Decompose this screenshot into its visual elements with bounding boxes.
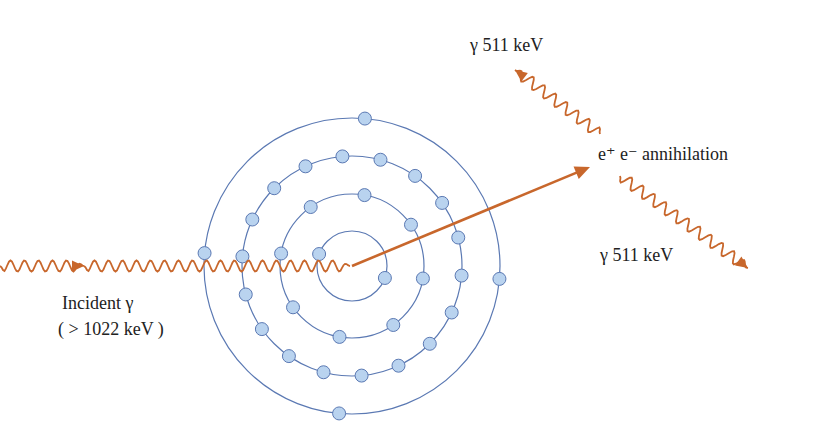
electron bbox=[246, 213, 259, 226]
annihilation-photon bbox=[515, 70, 600, 134]
electron bbox=[317, 366, 330, 379]
electron bbox=[239, 288, 252, 301]
photon-energy-label: γ 511 keV bbox=[600, 244, 673, 266]
electron bbox=[392, 359, 405, 372]
electron bbox=[333, 330, 346, 343]
photon-arrowhead bbox=[735, 257, 748, 268]
label-holder: γ 511 keV bbox=[470, 34, 543, 56]
electron bbox=[358, 189, 371, 202]
electron bbox=[416, 272, 429, 285]
electron bbox=[404, 218, 417, 231]
incident-photon bbox=[0, 261, 84, 272]
track-arrowhead bbox=[574, 167, 590, 179]
photon-arrowhead bbox=[515, 70, 528, 82]
electron bbox=[198, 247, 211, 260]
electron bbox=[358, 112, 371, 125]
electron bbox=[378, 271, 391, 284]
electron bbox=[452, 231, 465, 244]
positron-track bbox=[352, 171, 581, 266]
electron bbox=[445, 306, 458, 319]
electron bbox=[299, 160, 312, 173]
electron bbox=[436, 196, 449, 209]
annihilation-label: e⁺ e⁻ annihilation bbox=[598, 143, 728, 165]
electron bbox=[333, 407, 346, 420]
electron bbox=[268, 182, 281, 195]
electron bbox=[455, 269, 468, 282]
electron bbox=[387, 318, 400, 331]
label-holder: e⁺ e⁻ annihilation bbox=[598, 143, 728, 165]
electron bbox=[423, 337, 436, 350]
photon-arrowhead bbox=[72, 261, 84, 272]
electron bbox=[374, 153, 387, 166]
incident-energy-label: ( > 1022 keV ) bbox=[58, 318, 164, 340]
incident-photon bbox=[84, 261, 350, 272]
electron bbox=[313, 248, 326, 261]
electron bbox=[493, 272, 506, 285]
incident-photon-label: Incident γ bbox=[62, 292, 133, 314]
label-holder: γ 511 keV bbox=[600, 244, 673, 266]
label-holder: ( > 1022 keV ) bbox=[58, 318, 164, 340]
label-holder: Incident γ bbox=[62, 292, 133, 314]
electron bbox=[355, 369, 368, 382]
electron bbox=[287, 301, 300, 314]
electron bbox=[409, 169, 422, 182]
electron bbox=[255, 323, 268, 336]
electron bbox=[304, 201, 317, 214]
photon-energy-label: γ 511 keV bbox=[470, 34, 543, 56]
electron bbox=[275, 247, 288, 260]
electron bbox=[282, 350, 295, 363]
electron bbox=[336, 150, 349, 163]
